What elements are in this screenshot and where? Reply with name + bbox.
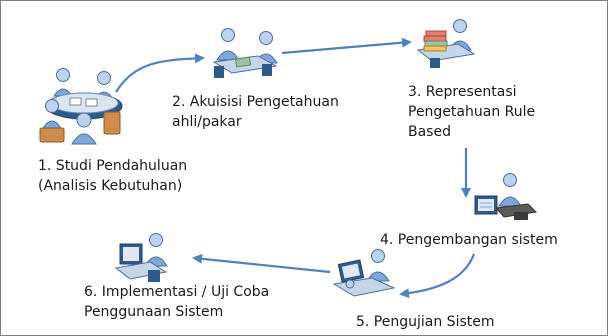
two-people-consultation-icon (212, 28, 278, 78)
person-at-workstation-icon (114, 233, 168, 282)
arrow-2-to-3 (281, 37, 412, 55)
step-3-label: 3. Representasi Pengetahuan Rule Based (408, 84, 536, 140)
step-2-label: 2. Akuisisi Pengetahuan ahli/pakar (172, 94, 339, 130)
meeting-table-people-icon (39, 68, 123, 145)
arrow-5-to-6 (192, 253, 331, 274)
arrow-4-to-5 (399, 253, 476, 299)
step-4-label: 4. Pengembangan sistem (380, 232, 558, 248)
person-with-documents-icon (416, 19, 476, 68)
step-1-label: 1. Studi Pendahuluan (Analisis Kebutuhan… (38, 158, 188, 194)
step-6-label: 6. Implementasi / Uji Coba Penggunaan Si… (84, 284, 270, 320)
two-people-testing-icon (332, 249, 396, 297)
arrow-1-to-2 (115, 53, 205, 93)
person-at-computer-icon (474, 173, 538, 220)
step-5-label: 5. Pengujian Sistem (356, 314, 495, 330)
